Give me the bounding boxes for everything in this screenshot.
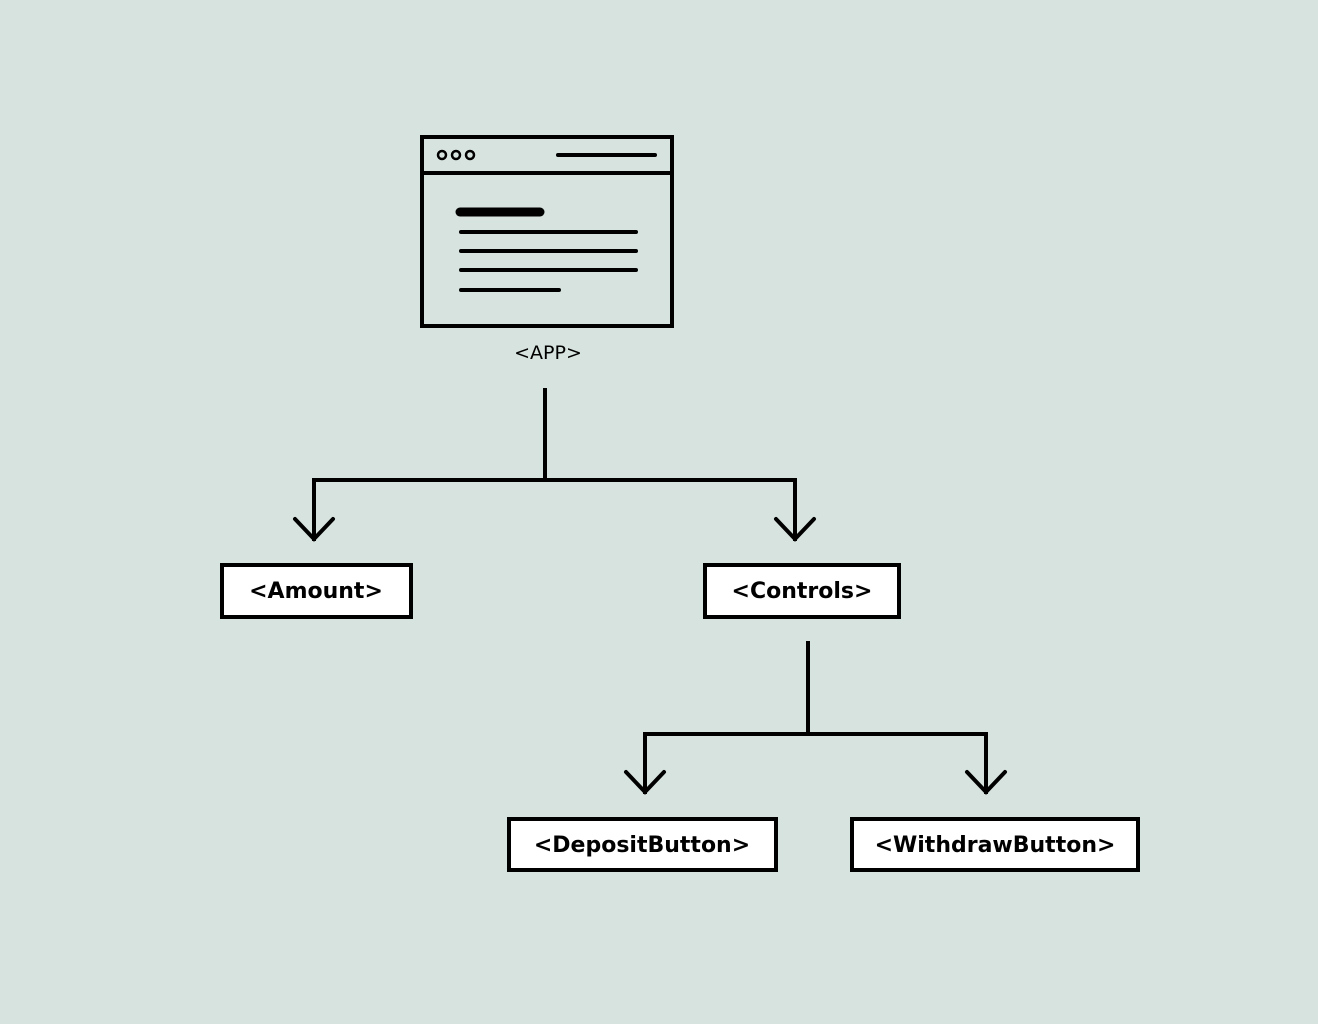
node-box: [703, 563, 901, 619]
node-controls-label: <Controls>: [732, 579, 873, 604]
node-box: [220, 563, 413, 619]
app-label: <APP>: [514, 342, 582, 364]
arrow-down-icon: [293, 517, 335, 542]
window-dot-icon: [450, 149, 462, 161]
app-branch-line: [312, 478, 797, 541]
controls-connectors: [624, 641, 1007, 795]
node-box: [507, 817, 778, 872]
arrow-down-icon: [965, 770, 1007, 795]
node-box: [850, 817, 1140, 872]
node-amount: <Amount>: [220, 563, 413, 619]
node-withdraw-button-label: <WithdrawButton>: [875, 833, 1116, 858]
node-deposit-button-label: <DepositButton>: [534, 833, 750, 858]
node-controls: <Controls>: [703, 563, 901, 619]
node-deposit-button: <DepositButton>: [507, 817, 778, 872]
node-amount-label: <Amount>: [249, 579, 383, 604]
node-withdraw-button: <WithdrawButton>: [850, 817, 1140, 872]
controls-branch-line: [643, 732, 988, 794]
arrow-down-icon: [624, 770, 666, 795]
browser-window-icon: [420, 135, 674, 328]
window-dot-icon: [464, 149, 476, 161]
app-connectors: [293, 388, 816, 542]
arrow-down-icon: [774, 517, 816, 542]
window-dot-icon: [436, 149, 448, 161]
window-frame: [420, 135, 674, 328]
